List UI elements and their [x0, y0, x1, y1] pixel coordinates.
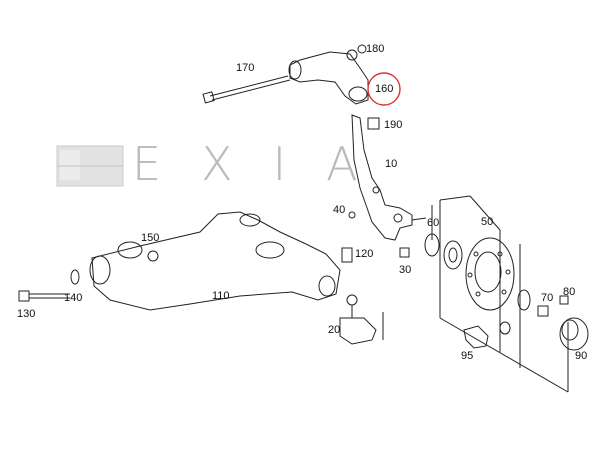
- label-180: 180: [366, 43, 385, 55]
- label-30: 30: [399, 264, 412, 276]
- label-110: 110: [212, 290, 230, 302]
- part-60-seal: [424, 233, 440, 257]
- part-130-bolt: [18, 290, 70, 302]
- part-160-upper-arm: [288, 44, 369, 105]
- part-10-knuckle: [351, 114, 427, 241]
- label-90: 90: [575, 350, 588, 362]
- part-50-bracket: [431, 195, 569, 393]
- label-190: 190: [384, 119, 403, 131]
- label-170: 170: [236, 62, 255, 74]
- part-80-nut: [559, 295, 569, 305]
- part-150-washer: [147, 250, 159, 262]
- label-50: 50: [481, 216, 494, 228]
- part-70-nut: [537, 305, 549, 317]
- highlight-160-circle: [367, 72, 401, 106]
- label-80: 80: [563, 286, 576, 298]
- part-30-nut: [399, 247, 410, 258]
- part-20-ball-joint: [339, 294, 377, 345]
- label-20: 20: [328, 324, 341, 336]
- label-160: 160: [375, 83, 394, 95]
- part-hub-assembly: [443, 237, 531, 311]
- part-140-washer: [70, 269, 80, 285]
- part-120-nut: [341, 247, 353, 263]
- part-90-cap: [559, 317, 589, 351]
- watermark-text: EXIA: [132, 137, 398, 191]
- exia-logo: [56, 145, 124, 187]
- label-120: 120: [355, 248, 374, 260]
- label-60: 60: [427, 217, 440, 229]
- part-170-bolt: [202, 75, 291, 104]
- label-150: 150: [141, 232, 160, 244]
- label-70: 70: [541, 292, 554, 304]
- part-40-washer: [348, 211, 356, 219]
- label-140: 140: [64, 292, 83, 304]
- part-190-nut: [367, 117, 380, 130]
- label-130: 130: [17, 308, 36, 320]
- part-110-lower-arm: [89, 211, 341, 311]
- label-95: 95: [461, 350, 474, 362]
- part-95-tool: [463, 325, 489, 349]
- label-10: 10: [385, 158, 398, 170]
- label-40: 40: [333, 204, 346, 216]
